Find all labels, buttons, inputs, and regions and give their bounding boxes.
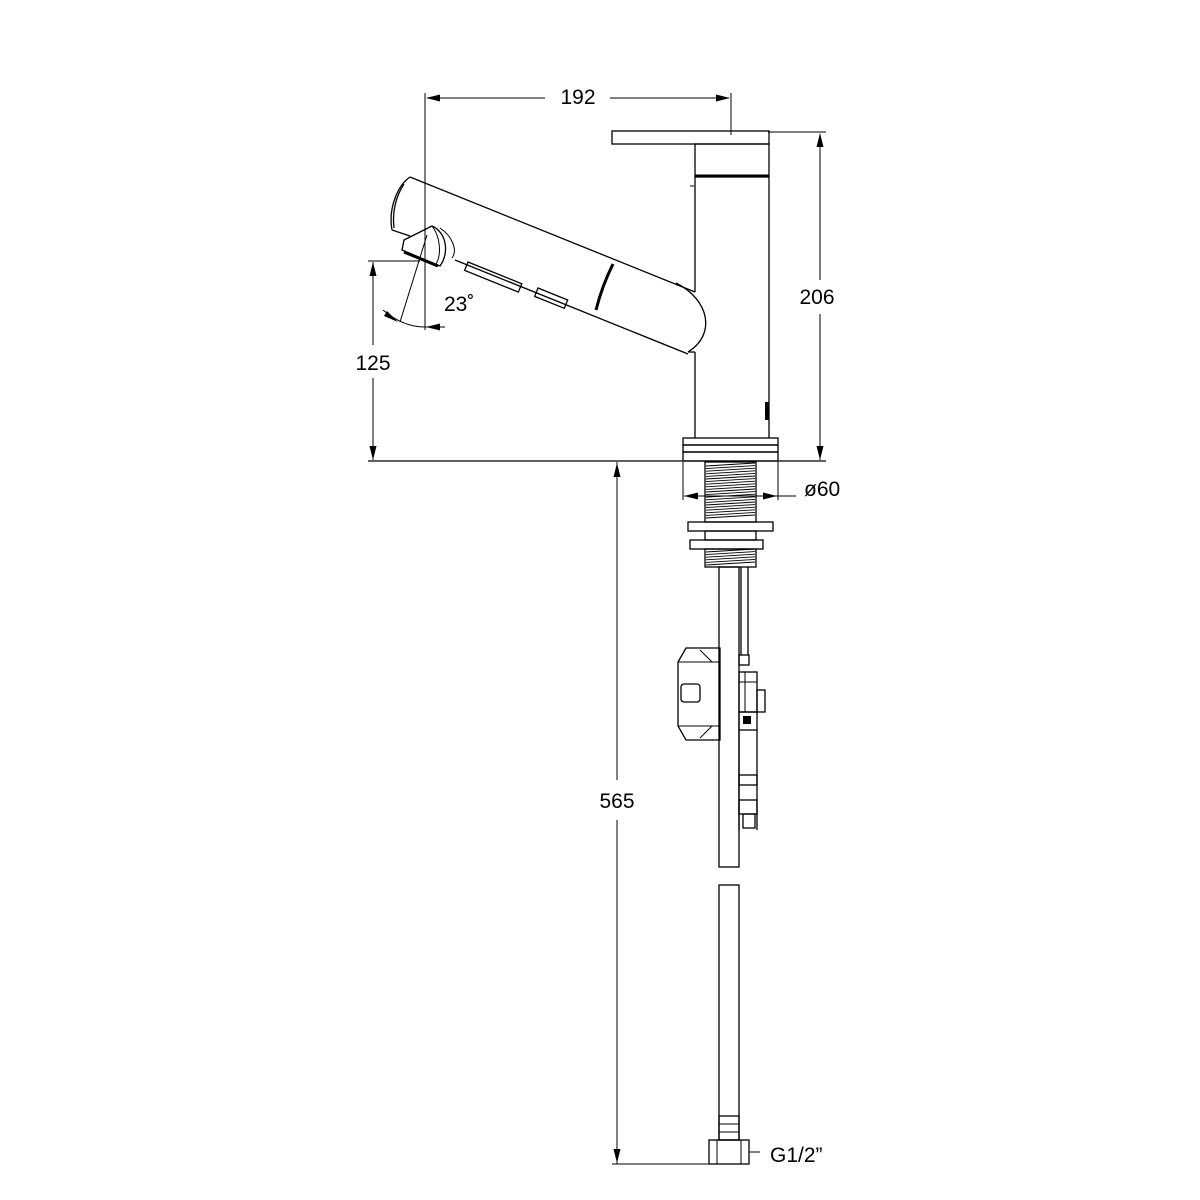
main-hose [718, 566, 740, 868]
valve-clip [738, 711, 758, 731]
shank-lower [704, 530, 757, 541]
base-ring-mid [682, 444, 779, 453]
angle-arc [382, 309, 426, 328]
spray-button-2 [533, 287, 569, 310]
valve-end [742, 813, 756, 829]
arrowhead [816, 133, 824, 147]
valve-side-port [756, 689, 766, 713]
dimension-spray-angle: 23˚ [382, 234, 474, 331]
arrowhead [763, 492, 777, 500]
spray-nozzle-edge [403, 250, 439, 268]
thread-line [705, 509, 756, 514]
thread-line [705, 472, 756, 477]
dimension-label-spray-angle: 23˚ [444, 293, 474, 316]
thread-line [705, 465, 756, 470]
counterweight-bevel [699, 725, 713, 739]
valve-connector [738, 671, 758, 713]
mounting-washer [687, 521, 774, 532]
thread-line [705, 548, 756, 553]
arrowhead [816, 446, 824, 460]
base-ring-bottom [682, 451, 779, 462]
column-detail [765, 402, 769, 420]
connector-neck [718, 1115, 740, 1141]
thread-line [705, 478, 756, 483]
arrowhead [369, 446, 377, 460]
thread-line [705, 561, 756, 566]
thread-line [705, 504, 756, 509]
spout-bottom-edge [454, 259, 689, 355]
thread-line [705, 483, 756, 488]
counterweight-window [680, 683, 701, 703]
thread-line [705, 475, 756, 480]
dimension-total-height: 206 [768, 131, 835, 460]
hose-connector: G1/2” [708, 1115, 823, 1167]
thread-line [705, 556, 756, 561]
spout-top-edge [409, 176, 696, 293]
pull-out-spout [390, 176, 707, 355]
mounting-nut [689, 539, 764, 550]
supply-hoses [718, 566, 749, 1141]
arrowhead [369, 262, 377, 276]
spout-elbow-curve [675, 282, 707, 353]
thread-line [705, 514, 756, 519]
thread-line [705, 551, 756, 556]
dimension-hose-length: 565 [599, 462, 709, 1165]
dimension-spout-reach: 192 [424, 86, 732, 330]
arrowhead [613, 1149, 621, 1163]
spray-face-curve [431, 225, 440, 265]
angle-leg [399, 234, 428, 323]
shank-threads [705, 462, 756, 519]
thread-line [705, 498, 756, 503]
dimension-label-total-height: 206 [799, 286, 834, 309]
dimension-label-spout-height: 125 [355, 352, 390, 375]
thread-line [705, 470, 756, 475]
connection-thread-label: G1/2” [770, 1144, 823, 1167]
thread-line [705, 485, 756, 490]
thread-line [705, 491, 756, 496]
valve-block [738, 654, 766, 830]
thread-line [705, 506, 756, 511]
thread-line [705, 511, 756, 516]
thread-line [705, 462, 756, 467]
thread-line [705, 467, 756, 472]
thread-line [705, 558, 756, 563]
arrowhead [426, 94, 440, 102]
faucet-body [611, 130, 779, 462]
valve-clip-fill [743, 716, 751, 724]
dimension-label-base-diameter: ø60 [804, 478, 840, 501]
thread-line [705, 480, 756, 485]
arrowhead [384, 311, 398, 322]
thread-line [705, 488, 756, 493]
thread-line [705, 501, 756, 506]
spray-face-curve-outer [439, 227, 455, 259]
arrowhead [684, 492, 698, 500]
arrowhead [613, 463, 621, 477]
valve-cap [738, 654, 750, 666]
dimension-label-hose-length: 565 [599, 790, 634, 813]
spout-head-nose [390, 176, 411, 231]
body-cap [694, 143, 770, 178]
spray-button-1 [463, 261, 523, 293]
connector-nut [708, 1139, 750, 1165]
valve-ring-1 [738, 774, 758, 786]
spout-seam [594, 263, 615, 311]
lever-handle [611, 130, 770, 145]
arrowhead [716, 94, 730, 102]
counterweight-bevel [699, 649, 713, 663]
dimension-spout-height: 125 [355, 260, 420, 460]
hose-lower-section [718, 884, 740, 1141]
base-ring-top [682, 437, 779, 446]
mounting-shank [687, 461, 774, 568]
thread-line [705, 496, 756, 501]
dimension-label-spout-reach: 192 [560, 86, 595, 109]
shank-threads-lower [705, 548, 756, 566]
dimension-base-diameter: ø60 [682, 462, 840, 501]
thread-line [705, 553, 756, 558]
spout-head-nose-inner [392, 183, 405, 229]
valve-ring-2 [738, 799, 758, 815]
thread-line [705, 493, 756, 498]
hose-counterweight [677, 647, 721, 741]
spout-head-underside [391, 229, 411, 237]
